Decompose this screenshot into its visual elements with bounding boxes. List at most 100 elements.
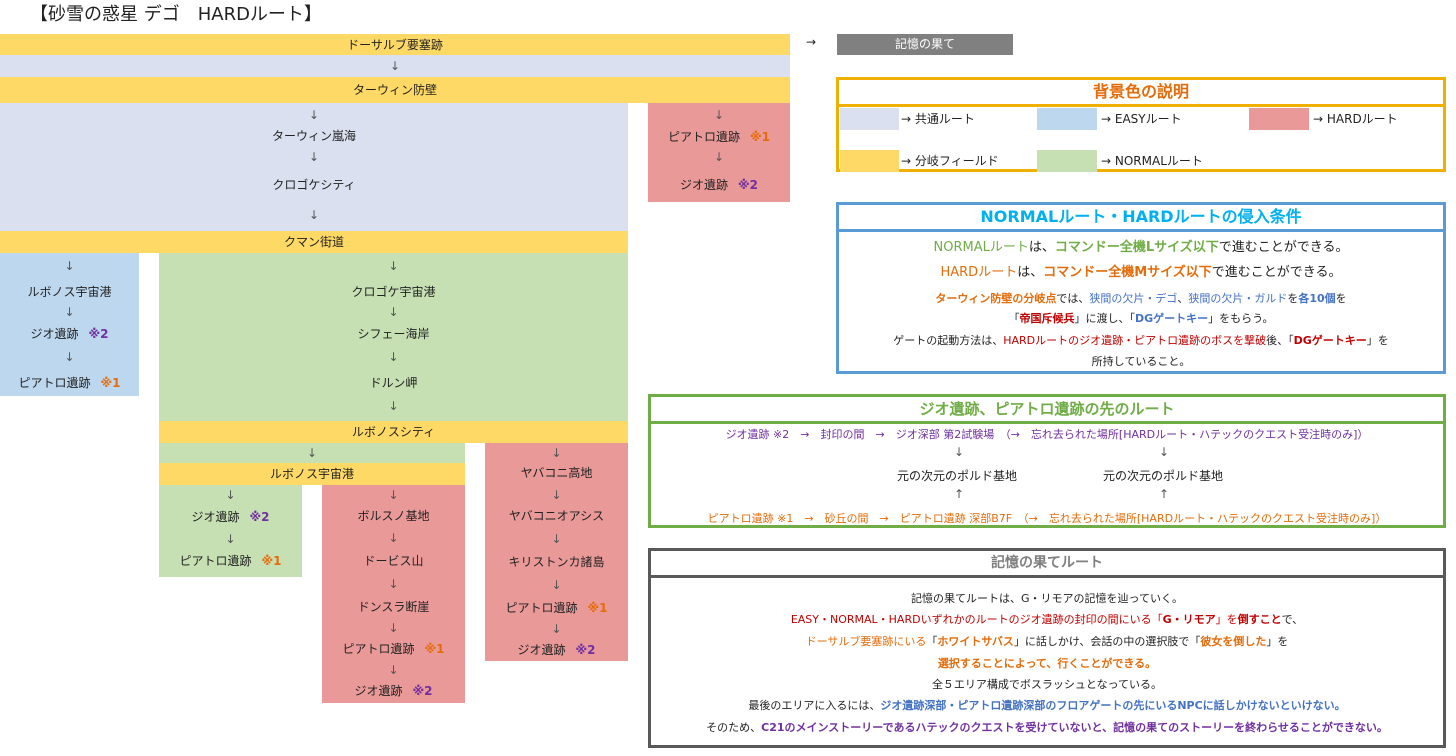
node-dorun-cape: ドルン岬 xyxy=(369,376,418,390)
base-node-left: 元の次元のポルド基地 xyxy=(897,469,1018,483)
memory-line-2: EASY・NORMAL・HARDいずれかのルートのジオ遺跡の封印の間にいる「G・… xyxy=(790,613,1304,626)
down-arrow: ↓ xyxy=(388,577,399,591)
legend-box: 背景色の説明 → 共通ルート → EASYルート → HARDルート → 分岐フ… xyxy=(836,77,1446,172)
down-arrow: ↓ xyxy=(306,446,318,460)
down-arrow: ↓ xyxy=(225,488,236,502)
beyond-title: ジオ遺跡、ピアトロ遺跡の先のルート xyxy=(919,400,1175,418)
node-yabakoni-highland: ヤバコニ高地 xyxy=(520,466,593,480)
field-tarwin-wall: ターウィン防壁 xyxy=(0,77,790,103)
conditions-line-gate: ゲートの起動方法は、HARDルートのジオ遺跡・ピアトロ遺跡のボスを撃破後、「DG… xyxy=(893,334,1389,347)
down-arrow: ↓ xyxy=(551,622,562,636)
down-arrow: ↓ xyxy=(308,108,320,122)
field-dorsalb: ドーサルブ要塞跡 xyxy=(0,34,790,55)
base-node-right: 元の次元のポルド基地 xyxy=(1103,469,1224,483)
node-label: ルボノス宇宙港 xyxy=(269,467,354,481)
down-arrow: ↓ xyxy=(64,350,75,364)
memory-line-4: 選択することによって、行くことができる。 xyxy=(937,657,1157,670)
down-arrow: ↓ xyxy=(308,150,320,164)
arrow-to-memory: → xyxy=(806,35,817,49)
legend-swatch-common xyxy=(840,108,899,130)
down-arrow: ↓ xyxy=(551,532,562,546)
hard-route-block-b: ↓ ヤバコニ高地 ↓ ヤバコニオアシス ↓ キリストンカ諸島 ↓ ピアトロ遺跡※… xyxy=(485,443,628,661)
down-arrow: ↓ xyxy=(388,663,399,677)
down-arrow: ↓ xyxy=(551,488,562,502)
node-piatro-ruins: ピアトロ遺跡※1 xyxy=(179,554,282,568)
down-arrow: ↓ xyxy=(388,305,399,319)
legend-swatch-hard xyxy=(1249,108,1309,130)
node-zio-ruins: ジオ遺跡※2 xyxy=(30,327,109,341)
legend-label-easy: → EASYルート xyxy=(1101,112,1182,126)
down-arrow: ↓ xyxy=(551,446,562,460)
legend-divider xyxy=(839,104,1443,107)
beyond-zio-line: ジオ遺跡 ※2 → 封印の間 → ジオ深部 第2試験場 （→ 忘れ去られた場所[… xyxy=(725,428,1369,441)
down-arrow: ↓ xyxy=(64,305,75,319)
node-zio-ruins: ジオ遺跡※2 xyxy=(679,178,759,192)
node-zio-ruins: ジオ遺跡※2 xyxy=(354,684,433,698)
conditions-divider xyxy=(839,229,1443,232)
memory-divider xyxy=(651,575,1443,578)
down-arrow: ↓ xyxy=(551,578,562,592)
node-kiristonka-islands: キリストンカ諸島 xyxy=(508,555,605,569)
node-donsura-cliff: ドンスラ断崖 xyxy=(357,600,430,614)
down-arrow: ↓ xyxy=(713,108,725,122)
down-arrow: ↓ xyxy=(388,259,399,273)
legend-swatch-easy xyxy=(1037,108,1097,130)
conditions-line-normal: NORMALルートは、コマンドー全機Lサイズ以下で進むことができる。 xyxy=(933,240,1349,255)
beyond-divider xyxy=(651,421,1443,424)
normal-route-lower: ↓ ジオ遺跡※2 ↓ ピアトロ遺跡※1 xyxy=(159,485,302,577)
node-ruponos-port: ルボノス宇宙港 xyxy=(27,285,112,299)
conditions-box: NORMALルート・HARDルートの侵入条件 NORMALルートは、コマンドー全… xyxy=(836,202,1446,374)
node-zio-ruins: ジオ遺跡※2 xyxy=(191,510,270,524)
beyond-piatro-line: ピアトロ遺跡 ※1 → 砂丘の間 → ピアトロ遺跡 深部B7F （→ 忘れ去られ… xyxy=(707,512,1387,525)
node-krogoke-port: クロゴケ宇宙港 xyxy=(351,285,436,299)
legend-label-normal: → NORMALルート xyxy=(1101,154,1203,168)
down-arrow: ↓ xyxy=(388,621,399,635)
down-arrow: ↓ xyxy=(388,488,399,502)
node-piatro-ruins: ピアトロ遺跡※1 xyxy=(505,601,608,615)
field-ruponos-city: ルボノスシティ xyxy=(159,421,628,443)
node-yabakoni-oasis: ヤバコニオアシス xyxy=(508,509,605,523)
down-arrow: ↓ xyxy=(1159,445,1170,459)
legend-title: 背景色の説明 xyxy=(1092,82,1189,101)
node-sifae-coast: シフェー海岸 xyxy=(357,327,430,341)
memory-route-box: 記憶の果てルート 記憶の果てルートは、G・リモアの記憶を辿っていく。 EASY・… xyxy=(648,548,1446,748)
conditions-line-possess: 所持していること。 xyxy=(1091,355,1191,368)
node-piatro-ruins: ピアトロ遺跡※1 xyxy=(667,130,771,144)
memory-line-7: そのため、C21のメインストーリーであるハテックのクエストを受けていないと、記憶… xyxy=(706,721,1388,734)
node-tarwin-sea: ターウィン嵐海 xyxy=(271,129,356,143)
down-arrow: ↓ xyxy=(954,445,965,459)
node-krogoke-city: クロゴケシティ xyxy=(272,178,356,192)
legend-swatch-branch xyxy=(840,150,899,172)
legend-label-branch: → 分岐フィールド xyxy=(901,154,999,168)
memory-line-3: ドーサルブ要塞跡にいる「ホワイトサバス」に話しかけ、会話の中の選択肢で「彼女を倒… xyxy=(805,635,1289,648)
memory-title: 記憶の果てルート xyxy=(991,555,1103,571)
conditions-line-hard: HARDルートは、コマンドー全機Mサイズ以下で進むことができる。 xyxy=(940,265,1342,280)
down-arrow: ↓ xyxy=(225,532,236,546)
page-title: 【砂雪の惑星 デゴ HARDルート】 xyxy=(30,4,322,25)
legend-swatch-normal xyxy=(1037,150,1097,172)
legend-label-hard: → HARDルート xyxy=(1313,112,1398,126)
field-ruponos-port: ルボノス宇宙港 xyxy=(159,463,465,485)
down-arrow: ↓ xyxy=(388,399,399,413)
memory-line-6: 最後のエリアに入るには、ジオ遺跡深部・ピアトロ遺跡深部のフロアゲートの先にいるN… xyxy=(748,699,1346,712)
node-dobis-mountain: ドービス山 xyxy=(363,554,424,568)
field-kuman-road: クマン街道 xyxy=(0,231,628,253)
conditions-line-branch: ターウィン防壁の分岐点では、狭間の欠片・デゴ、狭間の欠片・ガルドを各10個を xyxy=(935,292,1347,305)
conditions-line-scout: 「帝国斥候兵」に渡し、「DGゲートキー」をもらう。 xyxy=(1008,312,1274,325)
down-arrow: ↓ xyxy=(388,531,399,545)
node-piatro-ruins: ピアトロ遺跡※1 xyxy=(18,376,121,390)
down-arrow: ↓ xyxy=(308,208,320,222)
node-borsuno-base: ボルスノ基地 xyxy=(357,509,430,523)
beyond-route-box: ジオ遺跡、ピアトロ遺跡の先のルート ジオ遺跡 ※2 → 封印の間 → ジオ深部 … xyxy=(648,394,1446,528)
memory-end-node: 記憶の果て xyxy=(837,34,1013,55)
hard-route-block-a: ↓ ボルスノ基地 ↓ ドービス山 ↓ ドンスラ断崖 ↓ ピアトロ遺跡※1 ↓ ジ… xyxy=(322,485,465,703)
down-arrow: ↓ xyxy=(64,259,75,273)
node-piatro-ruins: ピアトロ遺跡※1 xyxy=(342,642,445,656)
legend-label-common: → 共通ルート xyxy=(901,112,975,126)
node-label: ドーサルブ要塞跡 xyxy=(347,38,443,52)
up-arrow: ↑ xyxy=(954,487,965,501)
hard-route-block-upper: ↓ ピアトロ遺跡※1 ↓ ジオ遺跡※2 xyxy=(648,103,790,202)
memory-line-1: 記憶の果てルートは、G・リモアの記憶を辿っていく。 xyxy=(911,592,1183,605)
common-route-block: ↓ ターウィン嵐海 ↓ クロゴケシティ ↓ xyxy=(0,103,628,231)
node-zio-ruins: ジオ遺跡※2 xyxy=(517,643,596,657)
